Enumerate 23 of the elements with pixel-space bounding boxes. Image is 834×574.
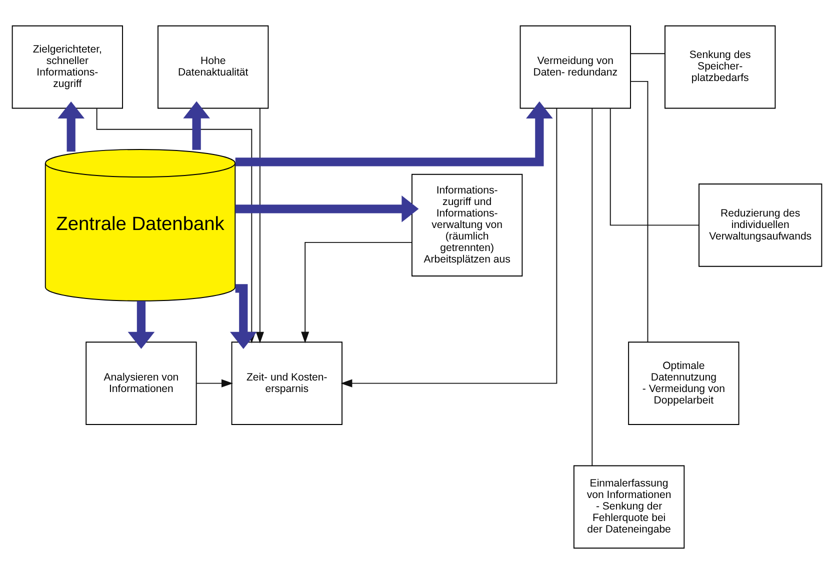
connector [610, 108, 700, 226]
arrow [256, 108, 264, 344]
node-box: Einmalerfassung von Informationen - Senkung der Fehlerquote bei der Dateneingabe [573, 465, 685, 549]
arrow [235, 195, 419, 222]
arrow [235, 101, 553, 166]
arrow [58, 102, 85, 152]
node-box: Optimale Datennutzung - Vermeidung von Doppelarbeit [628, 342, 740, 425]
arrow [340, 108, 558, 388]
node-box: Hohe Datenaktualität [158, 25, 269, 109]
arrow [128, 301, 155, 349]
connector [630, 53, 666, 54]
node-box: Informations- zugriff und Informations- verwaltung von (räumlich getrennten) Arbeitsplätzen aus [412, 174, 523, 276]
node-box: Reduzierung des individuellen Verwaltungsaufwands [698, 184, 822, 267]
node-box: Vermeidung von Daten- redundanz [520, 25, 631, 109]
node-box: Senkung des Speicher- platzbedarfs [664, 25, 776, 109]
arrow [183, 101, 210, 150]
node-box: Zeit- und Kosten- ersparnis [231, 342, 342, 425]
arrow [196, 379, 233, 388]
connector [630, 80, 648, 342]
connector [592, 108, 593, 466]
arrow [301, 242, 412, 344]
node-box: Zielgerichteter, schneller Informations- zugriff [12, 25, 123, 109]
node-box: Analysieren von Informationen [86, 342, 197, 425]
